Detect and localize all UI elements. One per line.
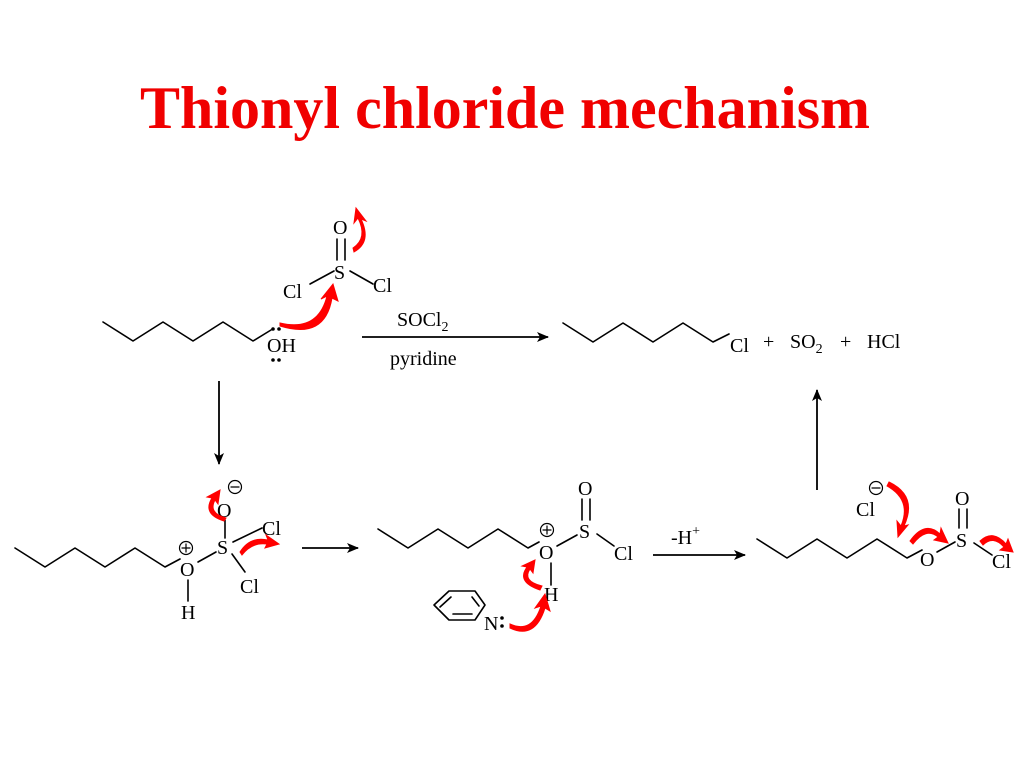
curved-arrow-icon bbox=[886, 481, 910, 539]
pyridine-ring bbox=[433, 590, 486, 621]
sulfur-label: S bbox=[217, 537, 228, 559]
reagent-label: SOCl2 bbox=[397, 309, 448, 335]
chloride-ion-label: Cl bbox=[856, 499, 875, 521]
pentyl-chain-bond bbox=[756, 538, 923, 559]
s-cl-bond bbox=[596, 533, 615, 547]
chlorine-label: Cl bbox=[262, 518, 281, 540]
chlorine-label: Cl bbox=[614, 543, 633, 565]
oxygen-label: O bbox=[539, 542, 553, 564]
curved-arrow-icon bbox=[352, 206, 368, 253]
catalyst-label: pyridine bbox=[390, 348, 457, 370]
pentyl-chain-bond bbox=[14, 547, 181, 568]
positive-charge-icon bbox=[178, 540, 194, 556]
lone-pair-dot bbox=[277, 327, 281, 331]
ring-double-bond bbox=[439, 596, 452, 608]
pentyl-chain-bond bbox=[562, 322, 730, 343]
oxygen-label: O bbox=[920, 549, 934, 571]
s-cl-bond bbox=[973, 542, 993, 556]
curved-arrow-icon bbox=[279, 282, 339, 330]
o-s-bond bbox=[556, 534, 578, 547]
oxygen-label: O bbox=[578, 478, 592, 500]
sulfur-label: S bbox=[956, 530, 967, 552]
s-cl-bond bbox=[349, 270, 374, 285]
negative-charge-icon bbox=[868, 480, 884, 496]
hydroxyl-label: OH bbox=[267, 335, 296, 357]
negative-charge-icon bbox=[227, 479, 243, 495]
nitrogen-label: N bbox=[484, 613, 498, 635]
curved-arrow-icon bbox=[239, 533, 281, 556]
slide-title: Thionyl chloride mechanism bbox=[139, 75, 871, 141]
ring-double-bond bbox=[471, 596, 480, 607]
hydrogen-label: H bbox=[181, 602, 195, 624]
lone-pair-dot bbox=[500, 624, 504, 628]
o-s-bond bbox=[197, 551, 217, 563]
o-s-bond bbox=[936, 541, 956, 553]
hydrogen-chloride-label: HCl bbox=[867, 331, 901, 353]
chlorine-label: Cl bbox=[373, 275, 392, 297]
lone-pair-dot bbox=[277, 358, 281, 362]
pentyl-chain-bond bbox=[377, 528, 540, 549]
lone-pair-dot bbox=[271, 358, 275, 362]
nitrogen-label-background bbox=[483, 611, 499, 631]
s-cl-bond bbox=[309, 270, 335, 285]
oxygen-label: O bbox=[955, 488, 969, 510]
sulfur-label: S bbox=[579, 521, 590, 543]
sulfur-label: S bbox=[334, 262, 345, 284]
chlorine-label: Cl bbox=[283, 281, 302, 303]
oxygen-label: O bbox=[180, 559, 194, 581]
positive-charge-icon bbox=[539, 522, 555, 538]
lone-pair-dot bbox=[500, 616, 504, 620]
curved-arrow-icon bbox=[509, 592, 551, 632]
s-cl-bond bbox=[232, 527, 263, 543]
deprotonation-label: -H+ bbox=[671, 524, 700, 549]
chlorine-label: Cl bbox=[240, 576, 259, 598]
oxygen-label: O bbox=[333, 217, 347, 239]
sulfur-dioxide-label: SO2 bbox=[790, 331, 823, 357]
plus-sign: + bbox=[840, 331, 851, 353]
lone-pair-dot bbox=[271, 327, 275, 331]
hydrogen-label: H bbox=[544, 584, 558, 606]
curved-arrow-icon bbox=[205, 489, 227, 522]
curved-arrow-icon bbox=[520, 559, 543, 591]
plus-sign: + bbox=[763, 331, 774, 353]
pentyl-chain-bond bbox=[102, 321, 272, 342]
s-cl-bond bbox=[231, 553, 246, 573]
chlorine-label: Cl bbox=[992, 551, 1011, 573]
curved-arrow-icon bbox=[909, 526, 949, 545]
curved-arrow-icon bbox=[979, 535, 1014, 553]
chlorine-label: Cl bbox=[730, 335, 749, 357]
